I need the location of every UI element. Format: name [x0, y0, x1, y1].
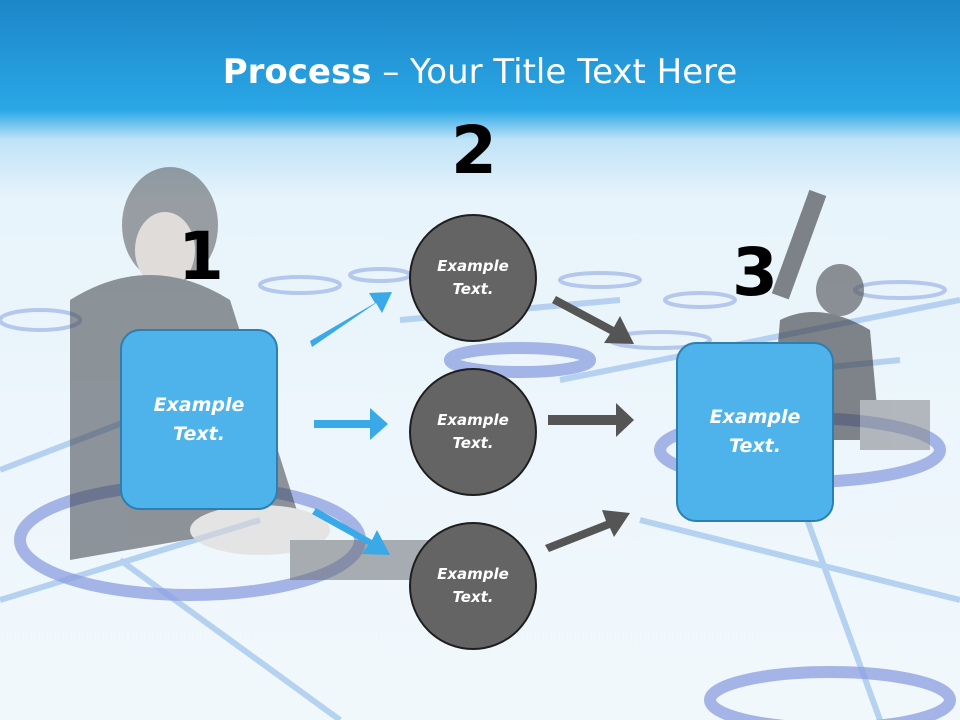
step-3-text: Example Text. — [710, 403, 801, 461]
step-1-line2: Text. — [173, 422, 225, 445]
circle-bottom-line1: Example — [437, 565, 509, 583]
step-number-1: 1 — [178, 218, 224, 295]
arrow-right-icon — [552, 296, 634, 344]
step-number-2: 2 — [451, 112, 497, 189]
step-number-3: 3 — [732, 234, 778, 311]
circle-top-line1: Example — [437, 257, 509, 275]
step-1-text: Example Text. — [154, 391, 245, 449]
step-1-line1: Example — [153, 393, 245, 416]
arrow-right-icon — [310, 292, 392, 347]
step-1-box[interactable]: Example Text. — [120, 329, 278, 510]
arrow-right-icon — [314, 408, 388, 440]
circle-bottom-text: Example Text. — [437, 563, 509, 609]
arrow-right-icon — [312, 508, 390, 555]
circle-top-line2: Text. — [452, 280, 494, 298]
circle-middle-line2: Text. — [452, 434, 494, 452]
step-2-circle-middle[interactable]: Example Text. — [409, 368, 537, 496]
circle-top-text: Example Text. — [437, 255, 509, 301]
circle-bottom-line2: Text. — [452, 588, 494, 606]
title-bold: Process — [222, 52, 372, 92]
step-3-box[interactable]: Example Text. — [676, 342, 834, 522]
step-3-line1: Example — [709, 406, 801, 428]
circle-middle-line1: Example — [437, 411, 509, 429]
arrow-right-icon — [545, 510, 630, 552]
step-2-circle-bottom[interactable]: Example Text. — [409, 522, 537, 650]
slide-title: Process – Your Title Text Here — [0, 52, 960, 92]
step-3-line2: Text. — [729, 435, 781, 457]
step-2-circle-top[interactable]: Example Text. — [409, 214, 537, 342]
arrow-right-icon — [548, 403, 634, 437]
title-rest: – Your Title Text Here — [371, 52, 738, 92]
circle-middle-text: Example Text. — [437, 409, 509, 455]
